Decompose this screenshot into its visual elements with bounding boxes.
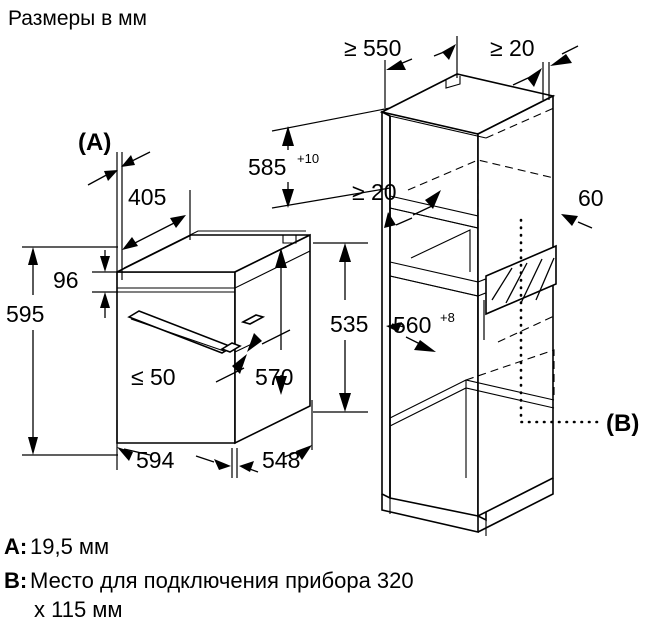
dim-560-tolerance: +8 [440, 310, 455, 325]
dim-585-ext-top [271, 107, 391, 132]
dim-ge20-mid-leader1 [412, 205, 433, 216]
cabinet-top-notch [445, 76, 461, 89]
cabinet-hidden-mid [497, 315, 555, 343]
dim-570-label: 570 [255, 364, 293, 390]
dim-405-arrow-hi [170, 215, 186, 228]
legend-text-b: Место для подключения прибора 320 [30, 568, 414, 593]
dim-ge20-top-arrow1 [550, 54, 572, 66]
dim-ge550-arrow-l [386, 60, 406, 70]
dim-570-arrow-top [275, 248, 287, 268]
dim-560-arrow-l [386, 322, 402, 332]
dim-570-arrow-bot [275, 376, 287, 395]
dim-594-line-left [123, 448, 151, 456]
dim-535-arrow-top [339, 243, 351, 262]
legend-key-b: B: [4, 568, 27, 593]
dim-ge550-arrow-r [442, 44, 456, 60]
dim-594-arrow-right [214, 459, 231, 470]
dim-585-tolerance: +10 [297, 151, 319, 166]
dim-594-label: 594 [136, 447, 175, 473]
legend-text-b-line2: х 115 мм [34, 597, 123, 622]
dim-ge20-mid-arrow2 [384, 212, 396, 228]
page-title: Размеры в мм [8, 7, 147, 30]
dim-ge20-mid-arrow1 [425, 190, 441, 209]
dim-405-label: 405 [128, 184, 166, 210]
dim-595-arrow-top [28, 247, 38, 265]
dim-ge20-top-label: ≥ 20 [490, 35, 535, 61]
ref-label-b: (B) [606, 410, 639, 437]
ref-label-a: (A) [78, 129, 111, 156]
dim-le50-leader2 [261, 329, 291, 345]
dim-548-arrow-left [239, 461, 254, 472]
cabinet-drawing: (B) ≥ 550 ≥ 20 ≥ 20 [248, 35, 639, 536]
dim-535-arrow-bot [339, 393, 351, 412]
dim-60-leader [577, 221, 593, 229]
dim-60-arrow [561, 214, 578, 226]
dim-ge20-mid-leader2 [395, 217, 413, 226]
dim-548-arrow-right [296, 445, 312, 460]
a-leader-right [129, 151, 151, 163]
dim-ge550-label: ≥ 550 [344, 35, 401, 61]
legend: A: 19,5 мм B: Место для подключения приб… [4, 534, 414, 622]
oven-drawing: (A) 405 96 595 [6, 129, 368, 478]
cabinet-plinth [381, 478, 554, 536]
legend-text-a: 19,5 мм [30, 534, 109, 559]
dim-548-label: 548 [262, 447, 300, 473]
dim-le50-arrow-up [232, 354, 247, 374]
dim-560-group: 560 +8 [386, 296, 485, 352]
dim-585-arrow-bot [282, 189, 294, 208]
oven-side-handle-detail [240, 314, 266, 325]
dim-560-leader-l [391, 323, 405, 328]
dim-585-label: 585 [248, 154, 286, 180]
dim-535-label: 535 [330, 311, 368, 337]
dim-60-label: 60 [578, 185, 604, 211]
legend-key-a: A: [4, 534, 27, 559]
dim-405-line [126, 218, 183, 248]
dim-585-ext-bot [271, 187, 391, 209]
dim-594-arrow-left [117, 447, 133, 461]
dim-585-arrow-top [282, 126, 294, 146]
dim-le50-label: ≤ 50 [131, 364, 176, 390]
cabinet-left-edge [381, 110, 391, 500]
a-arrow-left [104, 170, 118, 181]
dim-96-label: 96 [53, 267, 79, 293]
dim-96-arrow-top [100, 256, 110, 272]
oven-front-face [116, 271, 236, 444]
dim-595-arrow-bot [28, 437, 38, 455]
oven-rear-notch [282, 235, 297, 244]
dim-le50-arrow-dn [247, 333, 262, 352]
oven-door-handle [127, 310, 242, 354]
dim-ge20-top-arrow2 [527, 68, 542, 87]
cabinet-interior-top-rear [389, 115, 487, 139]
a-arrow-right [121, 155, 135, 167]
dim-ge20-top-leader1 [561, 45, 579, 55]
dim-ge20-top-leader2 [512, 77, 529, 86]
dim-594-line-right [195, 455, 215, 463]
cabinet-hidden-lower [465, 349, 555, 400]
dim-560-arrow-r [414, 340, 436, 352]
dim-ge20-mid-label: ≥ 20 [352, 179, 397, 205]
dim-96-arrow-bot [100, 292, 110, 308]
dim-595-label: 595 [6, 301, 44, 327]
oven-panel-top-inset [123, 230, 306, 269]
dim-585-group: 585 +10 [248, 107, 391, 209]
b-dotted-leader [519, 218, 602, 424]
dim-560-leader-r [405, 336, 421, 345]
dim-405-arrow-lo [122, 237, 138, 250]
